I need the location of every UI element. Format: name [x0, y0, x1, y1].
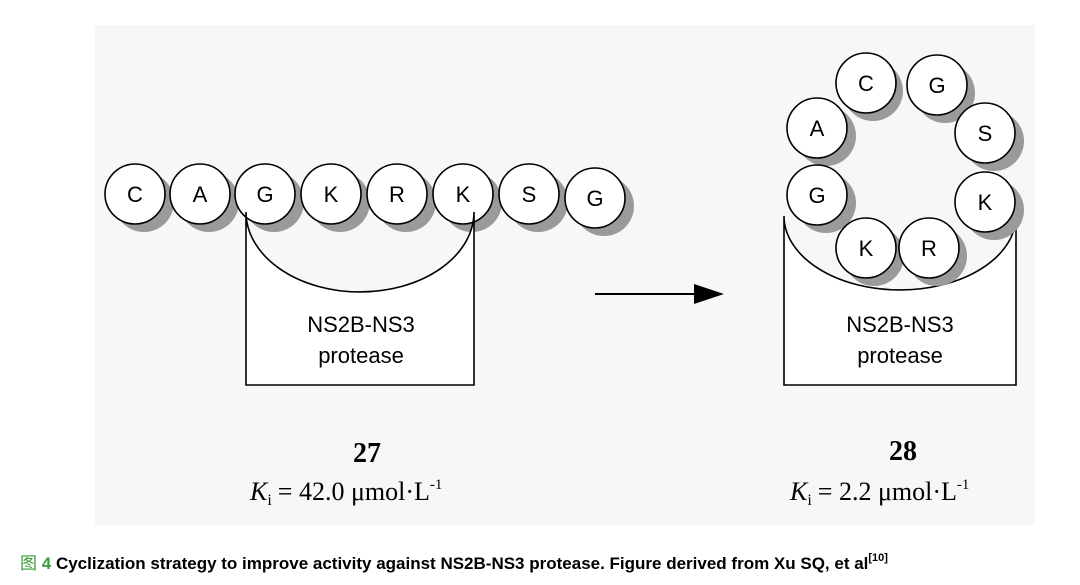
residue-C: [835, 52, 897, 114]
caption-figure-number: 4: [41, 554, 52, 573]
ring-label: A: [810, 116, 825, 141]
chain-label: S: [522, 182, 537, 207]
reaction-arrow: [595, 284, 724, 304]
residue-G: [906, 54, 968, 116]
residue-R: [366, 163, 428, 225]
cyclic-labels: C G A S G K K R: [808, 71, 992, 261]
linear-residues: [104, 163, 626, 229]
ring-label: K: [978, 190, 993, 215]
residue-A: [169, 163, 231, 225]
ki-value-28: Ki= 2.2 μmol·L-1: [789, 477, 969, 509]
residue-K: [300, 163, 362, 225]
chain-label: C: [127, 182, 143, 207]
residue-S: [498, 163, 560, 225]
residue-A: [786, 97, 848, 159]
left-protease-pocket: [245, 211, 475, 386]
residue-G: [234, 163, 296, 225]
caption-prefix: 图: [20, 554, 37, 573]
residue-K: [432, 163, 494, 225]
residue-K: [954, 171, 1016, 233]
cyclization-diagram: C A G K R K S G NS2B-NS3 protease: [104, 52, 1024, 509]
left-protease-label: NS2B-NS3 protease: [307, 312, 415, 368]
ring-label: K: [859, 236, 874, 261]
caption-reference: [10]: [868, 552, 888, 565]
cyclic-peptide: C G A S G K K R: [786, 52, 1024, 286]
residue-R: [898, 217, 960, 279]
protease-word: protease: [318, 343, 404, 368]
caption-text: Cyclization strategy to improve activity…: [55, 554, 869, 573]
residue-G: [564, 167, 626, 229]
linear-peptide: C A G K R K S G: [104, 163, 634, 236]
left-compound: 27 Ki= 42.0 μmol·L-1: [249, 438, 442, 509]
protease-name: NS2B-NS3: [846, 312, 954, 337]
linear-labels: C A G K R K S G: [127, 182, 604, 211]
protease-name: NS2B-NS3: [307, 312, 415, 337]
chain-label: K: [324, 182, 339, 207]
ring-label: G: [808, 183, 825, 208]
protease-word: protease: [857, 343, 943, 368]
ring-label: R: [921, 236, 937, 261]
ring-label: C: [858, 71, 874, 96]
right-compound: 28 Ki= 2.2 μmol·L-1: [789, 436, 969, 509]
right-protease-label: NS2B-NS3 protease: [846, 312, 954, 368]
ki-value-27: Ki= 42.0 μmol·L-1: [249, 477, 442, 509]
chain-label: A: [193, 182, 208, 207]
chain-label: R: [389, 182, 405, 207]
residue-S: [954, 102, 1016, 164]
cyclic-residues: [786, 52, 1016, 279]
compound-number-27: 27: [353, 438, 381, 469]
chain-label: G: [586, 186, 603, 211]
compound-number-28: 28: [889, 436, 917, 467]
residue-G: [786, 164, 848, 226]
right-protease-pocket: [783, 215, 1017, 386]
figure-caption: 图 4 Cyclization strategy to improve acti…: [20, 549, 888, 574]
ring-label: S: [978, 121, 993, 146]
chain-label: G: [256, 182, 273, 207]
residue-C: [104, 163, 166, 225]
residue-K: [835, 217, 897, 279]
ring-label: G: [928, 73, 945, 98]
chain-label: K: [456, 182, 471, 207]
